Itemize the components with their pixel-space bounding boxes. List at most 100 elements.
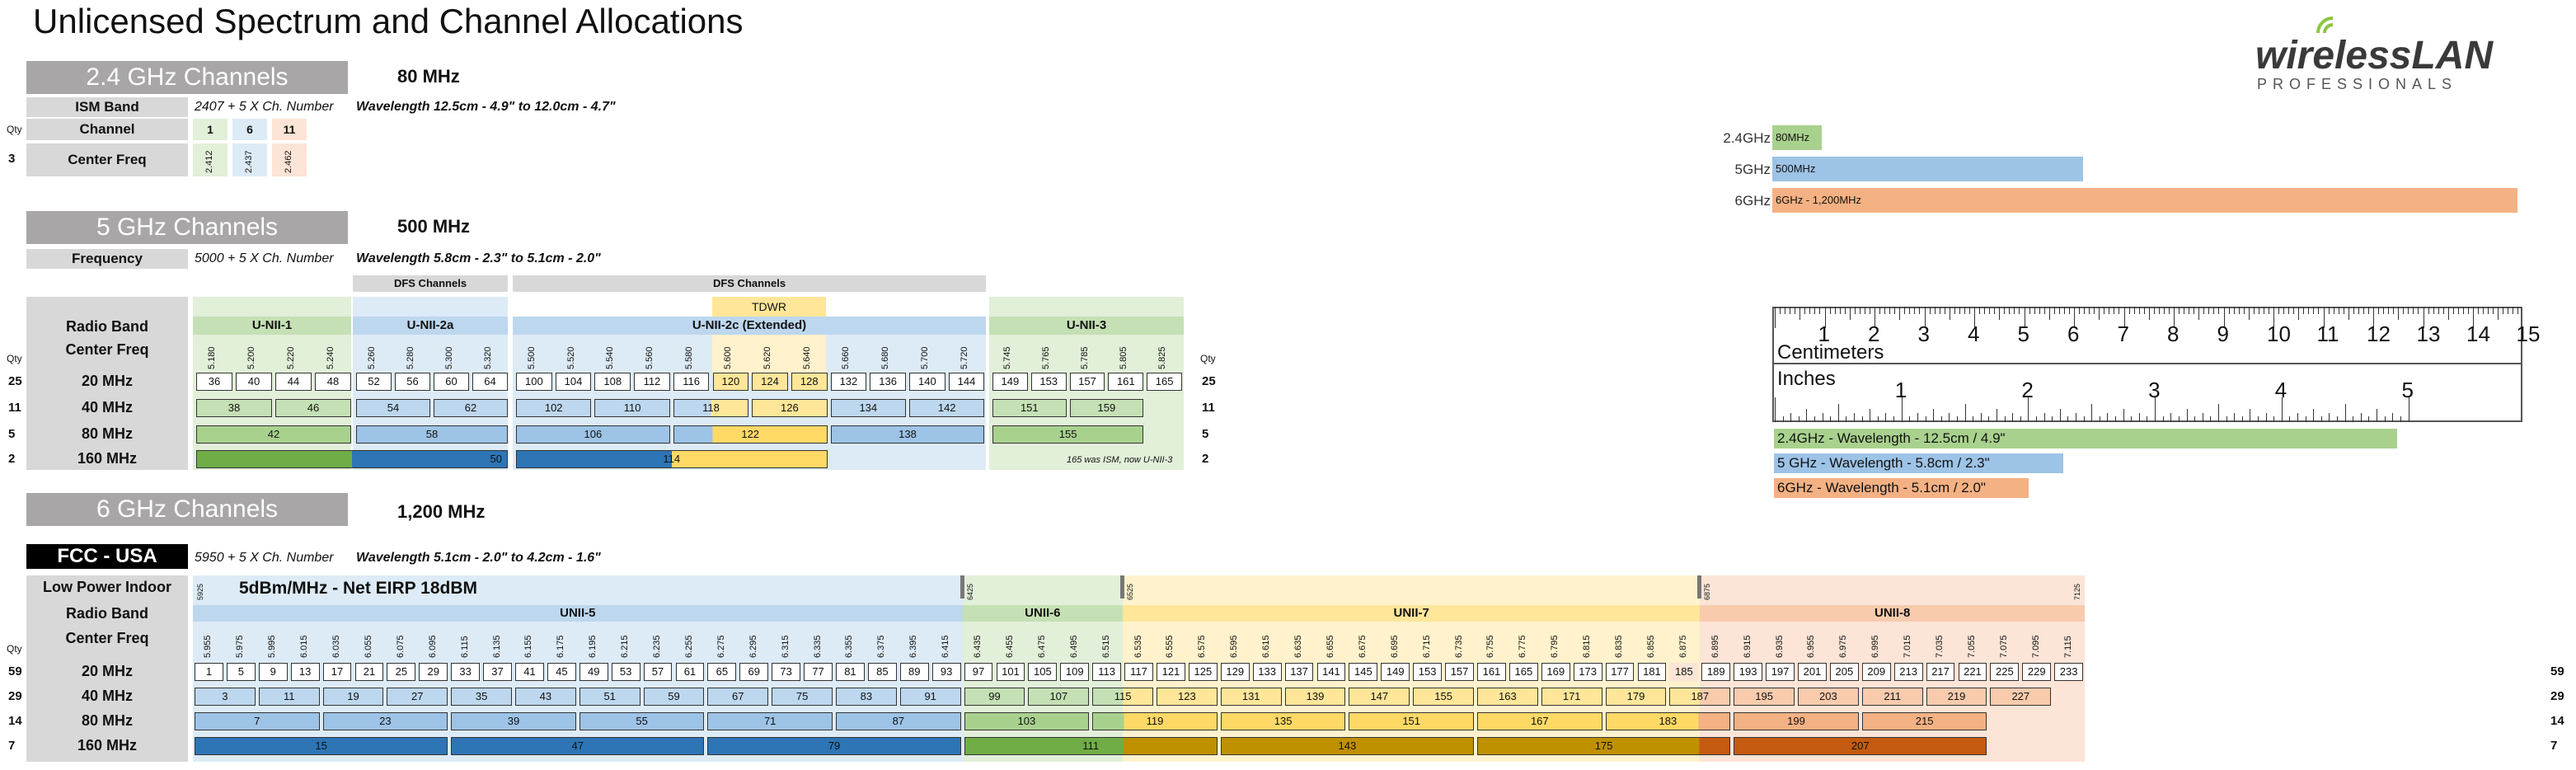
cm-tick — [2143, 307, 2145, 314]
in-tick — [1854, 413, 1856, 422]
in-label: Inches — [1777, 368, 1836, 390]
cm-tick — [1854, 307, 1856, 314]
g6-ch40-35: 35 — [451, 688, 512, 706]
cm-tick — [2298, 307, 2300, 320]
in-tick — [1814, 416, 1816, 422]
g6-freq-32: 6.595 — [1229, 635, 1240, 658]
in-tick — [2162, 416, 2164, 422]
spectrum-bar-1: 500MHz — [1772, 157, 2083, 181]
g6-total: 1,200 MHz — [397, 501, 486, 522]
cm-tick — [2223, 307, 2225, 328]
cm-tick — [1894, 307, 1896, 314]
g6-marker-bar-6875 — [1697, 575, 1702, 599]
g6-ch20-13: 13 — [290, 663, 320, 681]
g6-ch160-111: 111 — [964, 737, 1218, 755]
g6-ch20-5: 5 — [226, 663, 256, 681]
in-tick — [2012, 413, 2014, 422]
ism-band-label: ISM Band — [26, 97, 188, 117]
g6-freq-15: 6.255 — [683, 635, 694, 658]
cm-number-8: 8 — [2167, 322, 2180, 346]
g5-ch80-138: 138 — [830, 425, 985, 444]
g6-ch20-9: 9 — [258, 663, 288, 681]
g6-marker-6425: 6425 — [965, 583, 974, 600]
cm-number-7: 7 — [2117, 322, 2129, 346]
cm-tick — [2123, 307, 2125, 328]
cm-tick — [1829, 307, 1831, 314]
g6-ch20-141: 141 — [1316, 663, 1346, 681]
cm-tick — [1954, 307, 1955, 314]
g6-ch20-189: 189 — [1701, 663, 1731, 681]
g6-ch20-185: 185 — [1669, 663, 1699, 681]
cm-tick — [2273, 307, 2274, 328]
g5-freq-0: 5.180 — [207, 346, 217, 369]
in-tick — [2217, 404, 2219, 422]
g6-ch20-37: 37 — [483, 663, 512, 681]
g6-ch40-163: 163 — [1477, 688, 1538, 706]
g6-ch40-115: 115 — [1092, 688, 1153, 706]
g24-channel-6: 6 — [232, 119, 267, 140]
g6-band-2: UNII-7 — [1123, 605, 1701, 622]
g6-qty-label: Qty — [7, 643, 22, 655]
g6-freq-43: 6.815 — [1582, 635, 1593, 658]
cm-tick — [1994, 307, 1996, 314]
cm-tick — [2473, 307, 2474, 328]
cm-tick — [2248, 307, 2250, 320]
cm-tick — [2488, 307, 2489, 314]
in-tick — [2226, 416, 2227, 422]
g5-ch20-100: 100 — [516, 373, 552, 391]
in-tick — [1988, 416, 1990, 422]
ruler-divider — [1772, 363, 2522, 364]
g5-ch20-136: 136 — [870, 373, 906, 391]
in-tick — [2036, 416, 2037, 422]
g5-ch20-161: 161 — [1108, 373, 1144, 391]
g6-freq-44: 6.835 — [1614, 635, 1625, 658]
frequency-label: Frequency — [26, 249, 188, 269]
g6-ch20-125: 125 — [1188, 663, 1218, 681]
g6-band-3: UNII-8 — [1700, 605, 2086, 622]
g6-ch20-113: 113 — [1092, 663, 1122, 681]
dfs-header-2a: DFS Channels — [353, 275, 508, 292]
g5-qty-right-160: 2 — [1202, 452, 1209, 466]
g6-ch20-109: 109 — [1060, 663, 1090, 681]
g6-qty-right-40: 29 — [2550, 689, 2564, 703]
g5-ch20-40: 40 — [236, 373, 272, 391]
g6-ch80-151: 151 — [1349, 712, 1474, 730]
g6-ch20-65: 65 — [707, 663, 737, 681]
cm-tick — [2467, 307, 2469, 314]
g6-ch20-77: 77 — [804, 663, 833, 681]
cm-tick — [1904, 307, 1906, 314]
g6-row-label-2: Center Freq — [65, 630, 149, 646]
in-tick — [2115, 416, 2117, 422]
in-tick — [1861, 416, 1863, 422]
g6-marker-6875: 6875 — [1703, 583, 1712, 600]
g5-ch20-44: 44 — [275, 373, 312, 391]
cm-tick — [2418, 307, 2419, 314]
g5-ch40-38: 38 — [196, 399, 272, 417]
cm-tick — [2198, 307, 2200, 320]
g6-freq-16: 6.275 — [716, 635, 726, 658]
cm-tick — [2493, 307, 2494, 314]
cm-tick — [2408, 307, 2409, 314]
in-tick — [1901, 397, 1903, 422]
cm-tick — [2174, 307, 2175, 328]
cm-tick — [1999, 307, 2001, 320]
cm-tick — [2452, 307, 2454, 314]
cm-tick — [2168, 307, 2170, 314]
tdwr-label: TDWR — [712, 297, 826, 317]
g6-freq-45: 6.855 — [1645, 635, 1656, 658]
g6-ch20-45: 45 — [547, 663, 576, 681]
g5-freq-22: 5.785 — [1080, 346, 1090, 369]
cm-number-3: 3 — [1917, 322, 1930, 346]
g6-freq-27: 6.495 — [1068, 635, 1079, 658]
cm-number-2: 2 — [1868, 322, 1880, 346]
g5-wavelength: Wavelength 5.8cm - 2.3" to 5.1cm - 2.0" — [356, 251, 601, 265]
cm-tick — [2283, 307, 2285, 314]
g5-freq-2: 5.220 — [286, 346, 296, 369]
g6-freq-48: 6.915 — [1742, 635, 1753, 658]
g6-ch20-217: 217 — [1926, 663, 1955, 681]
in-tick — [2313, 409, 2315, 422]
g6-ch20-173: 173 — [1573, 663, 1602, 681]
g6-ch40-179: 179 — [1605, 688, 1667, 706]
g6-freq-29: 6.535 — [1133, 635, 1143, 658]
g5-ch20-52: 52 — [356, 373, 392, 391]
